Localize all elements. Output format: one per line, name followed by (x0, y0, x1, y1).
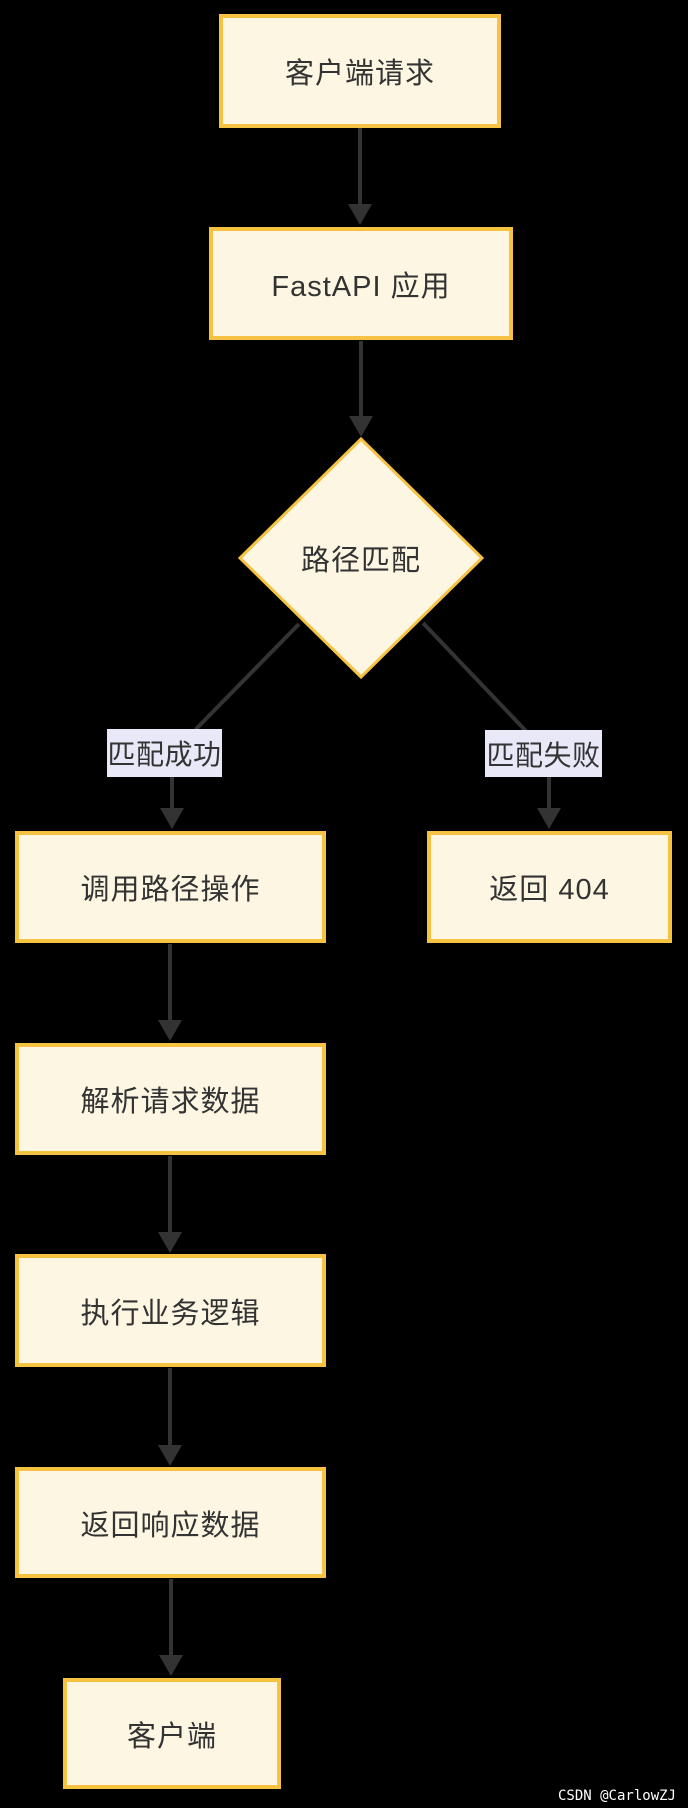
node-execute-business-logic-label: 执行业务逻辑 (80, 1297, 261, 1330)
arrowhead-icon (348, 204, 372, 225)
node-path-match: 路径匹配 (261, 540, 461, 577)
arrowhead-icon (160, 808, 184, 829)
node-return-response-data: 返回响应数据 (15, 1467, 326, 1578)
node-return-404: 返回 404 (427, 831, 672, 943)
arrowhead-icon (349, 416, 373, 437)
edge-label-match-fail-text: 匹配失败 (486, 739, 601, 771)
edge-label-match-success: 匹配成功 (107, 729, 222, 777)
node-parse-request-data: 解析请求数据 (15, 1043, 326, 1155)
node-parse-request-data-label: 解析请求数据 (80, 1086, 261, 1118)
path-match-diamond-shape (237, 436, 485, 680)
node-fastapi-app-label: FastAPI 应用 (271, 270, 451, 303)
arrowhead-icon (159, 1655, 183, 1676)
node-call-path-operation-label: 调用路径操作 (80, 874, 261, 906)
node-client-label: 客户端 (126, 1720, 217, 1753)
edge-label-match-fail: 匹配失败 (485, 730, 602, 777)
arrowhead-icon (158, 1232, 182, 1253)
node-call-path-operation: 调用路径操作 (15, 831, 326, 943)
node-client: 客户端 (63, 1678, 281, 1789)
edge-path-match-to-call-path-operation (170, 622, 301, 810)
arrowhead-icon (158, 1445, 182, 1466)
edge-path-match-to-return-404 (421, 621, 551, 810)
node-path-match-label: 路径匹配 (300, 545, 421, 577)
node-client-request-label: 客户端请求 (284, 58, 435, 90)
edge-label-match-success-text: 匹配成功 (107, 739, 222, 770)
arrowhead-icon (537, 808, 561, 829)
node-execute-business-logic: 执行业务逻辑 (15, 1254, 326, 1367)
csdn-watermark: CSDN @CarlowZJ (557, 1788, 676, 1804)
node-fastapi-app: FastAPI 应用 (209, 227, 513, 340)
node-client-request: 客户端请求 (219, 14, 501, 128)
node-return-404-label: 返回 404 (489, 874, 610, 906)
arrowhead-icon (158, 1020, 182, 1041)
node-return-response-data-label: 返回响应数据 (80, 1509, 261, 1542)
